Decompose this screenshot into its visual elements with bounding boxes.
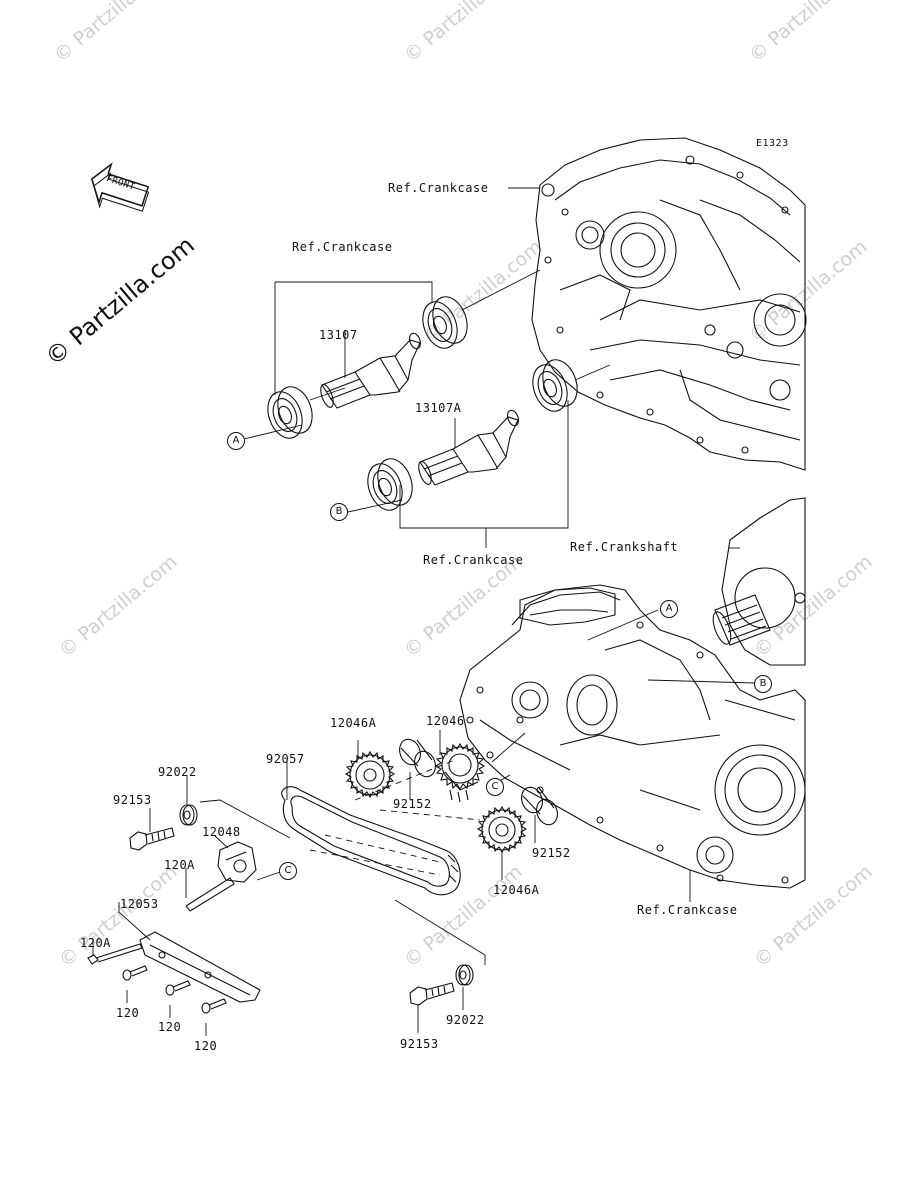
label-120-c: 120 <box>194 1039 218 1053</box>
chain-path-dashed <box>309 759 481 876</box>
callout-b-left: B <box>330 503 348 521</box>
label-92153-bottom: 92153 <box>400 1037 439 1051</box>
bearing-right-mid <box>532 359 578 412</box>
label-ref-crankcase-bracket: Ref.Crankcase <box>292 240 393 254</box>
label-ref-crankshaft: Ref.Crankshaft <box>570 540 679 554</box>
label-13107a: 13107A <box>415 401 462 415</box>
label-92152-right: 92152 <box>532 846 571 860</box>
chain-92057 <box>281 786 461 896</box>
callout-a-left: A <box>227 432 245 450</box>
crankshaft-drawing <box>712 497 806 666</box>
bolt-120-c <box>201 998 227 1014</box>
bearing-top-right <box>422 296 468 349</box>
label-13107: 13107 <box>319 328 358 342</box>
label-12053: 12053 <box>120 897 159 911</box>
callout-a-right: A <box>660 600 678 618</box>
bearing-left-b <box>367 458 413 511</box>
callout-b-right: B <box>754 675 772 693</box>
label-92022-left: 92022 <box>158 765 197 779</box>
label-120a-left: 120A <box>80 936 111 950</box>
guide-12053 <box>139 931 261 1003</box>
washer-92022-left <box>179 804 198 826</box>
bushing-92152-left <box>399 738 436 778</box>
callout-c-mid: C <box>486 778 504 796</box>
bearing-left-a <box>267 386 313 439</box>
label-92153-left: 92153 <box>113 793 152 807</box>
sprocket-12046a-bottom <box>476 805 528 854</box>
label-12046: 12046 <box>426 714 465 728</box>
diagram-code: E1323 <box>756 138 789 149</box>
sprocket-12046 <box>434 742 486 803</box>
shaft-13107 <box>320 332 421 409</box>
bushing-92152-right <box>521 786 558 826</box>
label-120-a: 120 <box>116 1006 140 1020</box>
bolt-120a-left <box>87 943 143 965</box>
label-92057: 92057 <box>266 752 305 766</box>
label-120a-mid: 120A <box>164 858 195 872</box>
bolt-92153-bottom <box>409 982 455 1006</box>
label-ref-crankcase-top: Ref.Crankcase <box>388 181 489 195</box>
washer-92022-bottom <box>455 964 474 986</box>
bolt-120-b <box>165 980 191 996</box>
label-92022-bottom: 92022 <box>446 1013 485 1027</box>
label-120-b: 120 <box>158 1020 182 1034</box>
label-ref-crankcase-bottom: Ref.Crankcase <box>637 903 738 917</box>
leader-lines <box>92 187 740 1036</box>
label-12046a-top: 12046A <box>330 716 377 730</box>
callout-c-left: C <box>279 862 297 880</box>
label-92152-left: 92152 <box>393 797 432 811</box>
front-arrow-icon <box>90 162 150 212</box>
label-12046a-bottom: 12046A <box>493 883 540 897</box>
upper-crankcase-drawing <box>531 137 807 471</box>
label-ref-crankcase-mid: Ref.Crankcase <box>423 553 524 567</box>
label-12048: 12048 <box>202 825 241 839</box>
pointer-lines <box>239 269 756 881</box>
bolt-92153-left <box>129 827 175 851</box>
bolt-120-a <box>122 965 148 981</box>
shaft-13107a <box>418 409 519 486</box>
sprocket-12046a-top <box>344 750 396 799</box>
tensioner-12048 <box>185 841 257 912</box>
